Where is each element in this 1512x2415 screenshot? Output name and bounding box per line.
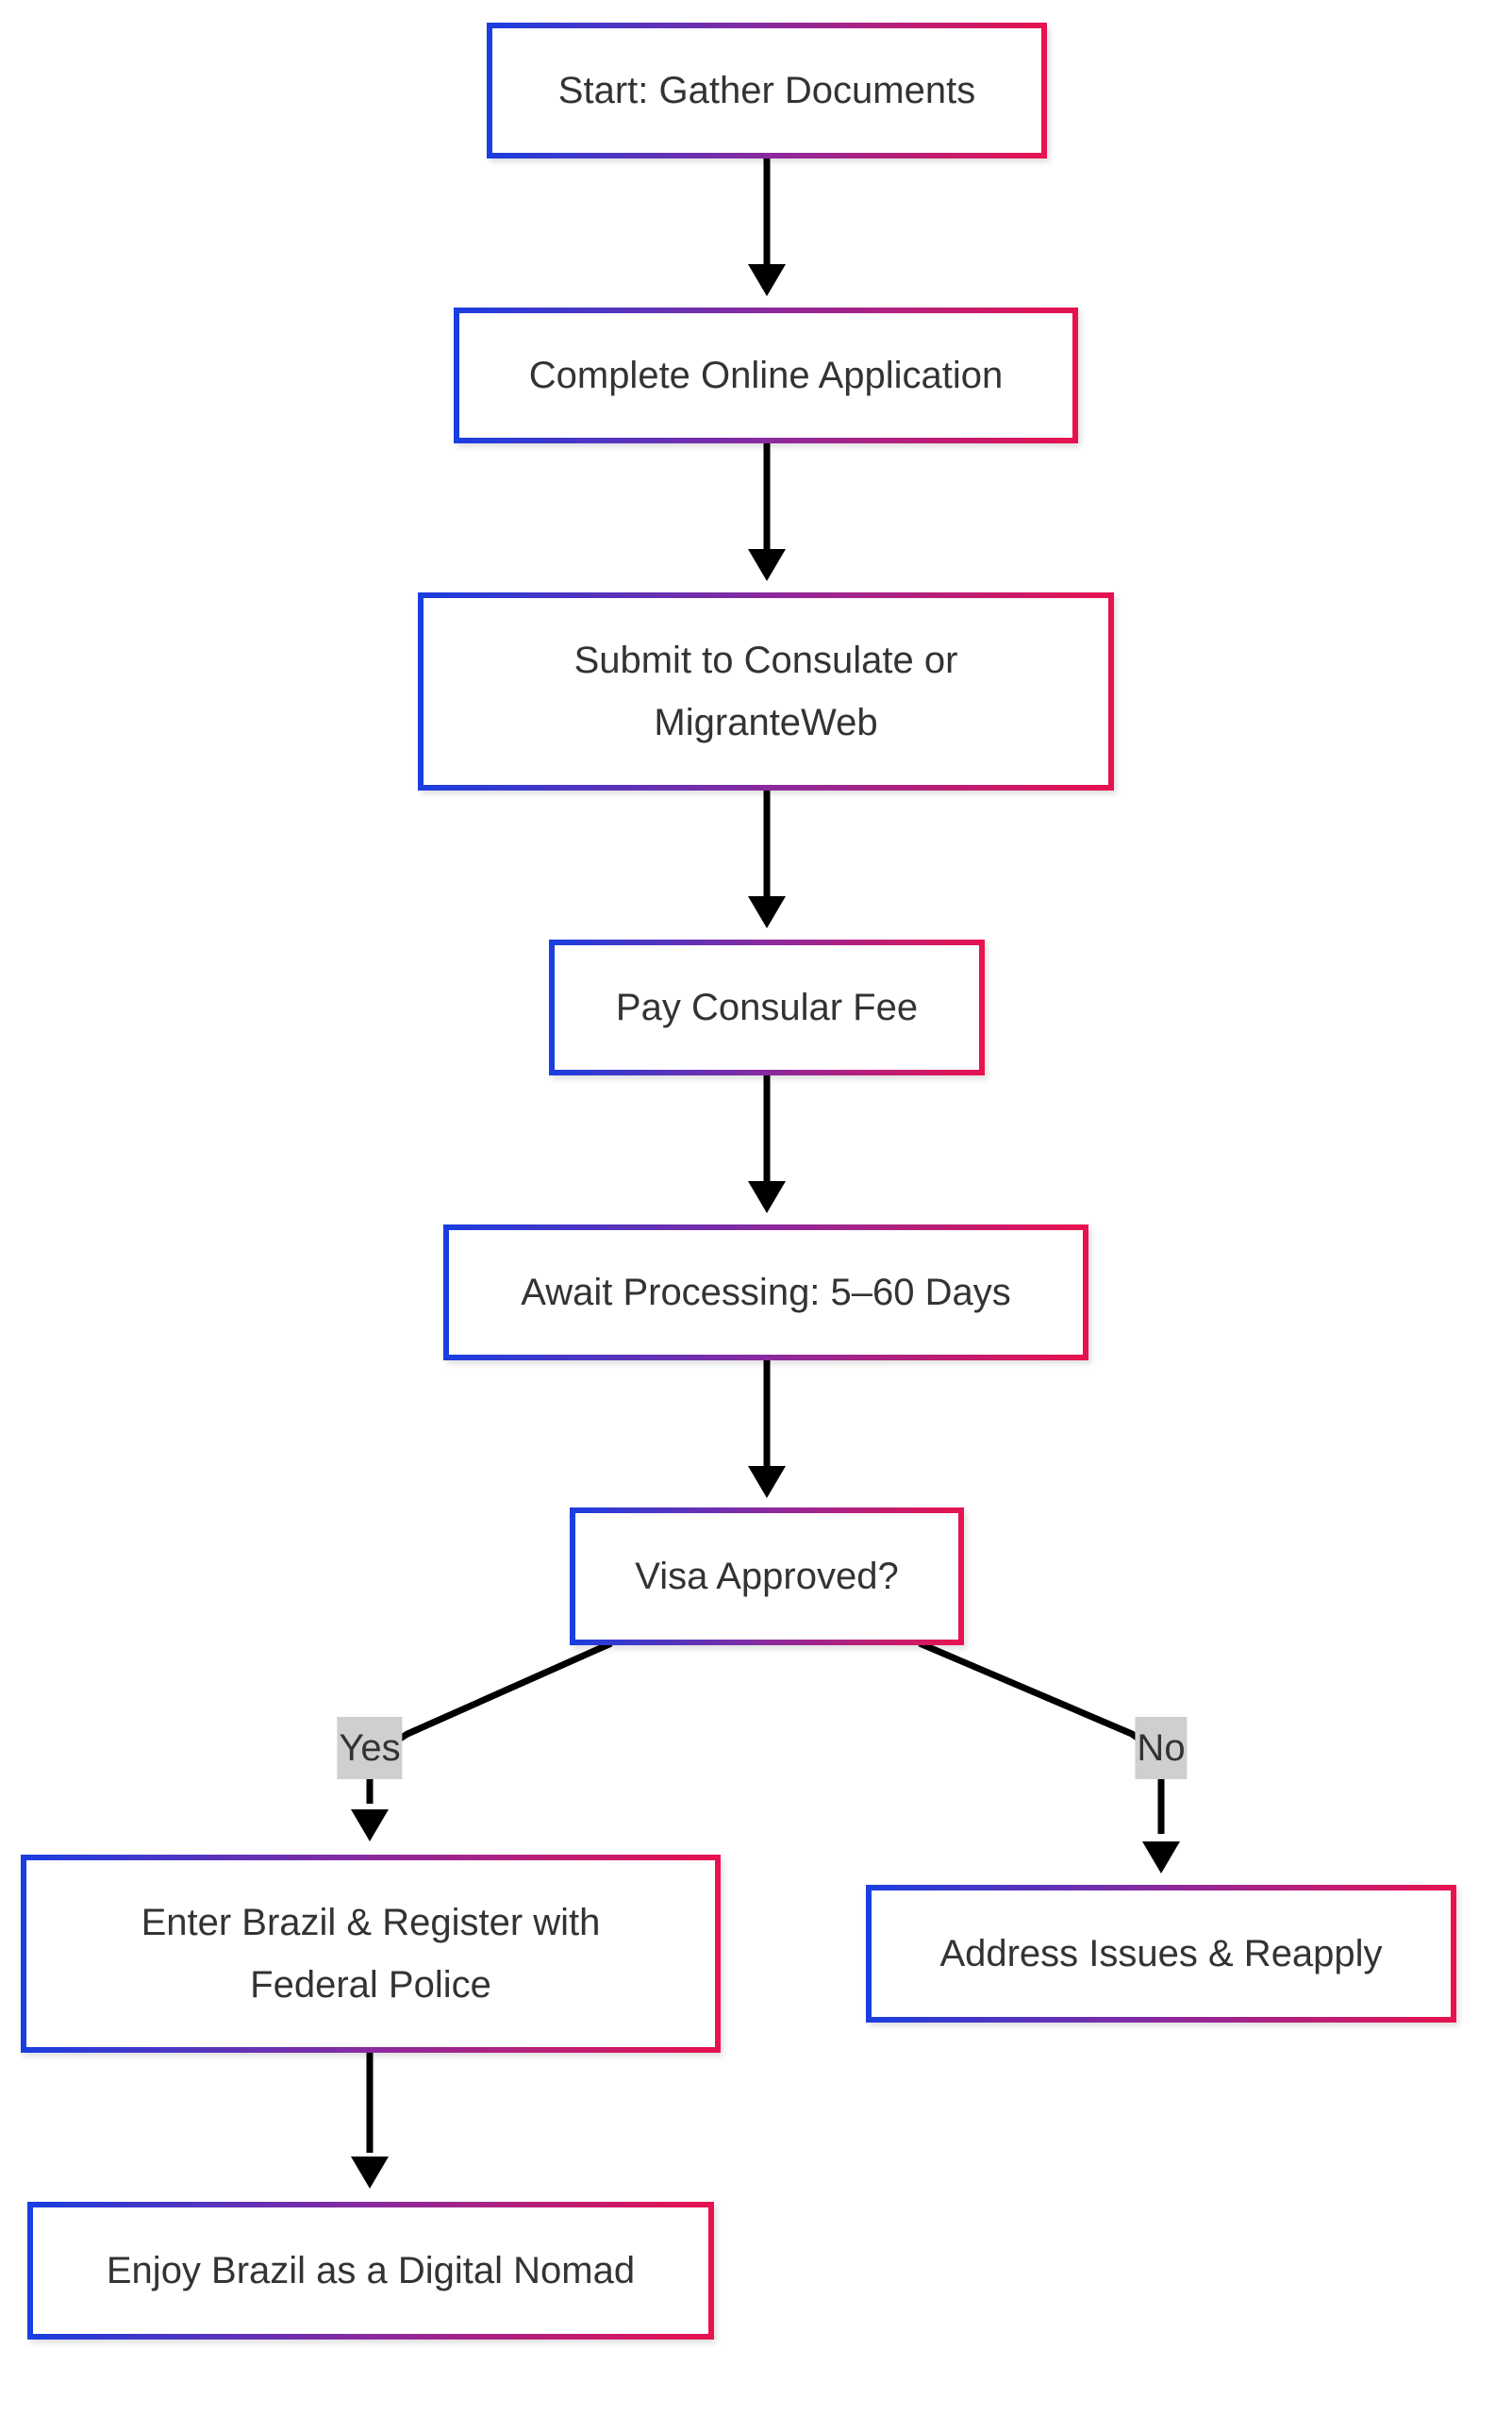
node-submit-consulate: Submit to Consulate or MigranteWeb xyxy=(418,592,1114,791)
node-gather-documents: Start: Gather Documents xyxy=(487,23,1047,158)
node-visa-approved: Visa Approved? xyxy=(570,1507,964,1645)
node-label: Submit to Consulate or MigranteWeb xyxy=(573,640,958,743)
edge-approved-to-enter xyxy=(366,1640,613,1804)
node-enjoy-brazil: Enjoy Brazil as a Digital Nomad xyxy=(27,2202,714,2340)
node-label: Enter Brazil & Register with Federal Pol… xyxy=(141,1902,601,2006)
arrowhead xyxy=(748,264,786,296)
node-pay-fee: Pay Consular Fee xyxy=(549,940,985,1075)
edge-label-no: No xyxy=(1135,1717,1188,1779)
node-address-issues: Address Issues & Reapply xyxy=(866,1885,1456,2023)
node-label: Address Issues & Reapply xyxy=(939,1933,1383,1974)
arrowhead xyxy=(748,549,786,581)
node-await-processing: Await Processing: 5–60 Days xyxy=(443,1224,1088,1360)
edge-approved-to-address xyxy=(918,1640,1165,1834)
node-label: Start: Gather Documents xyxy=(557,70,976,111)
node-enter-brazil: Enter Brazil & Register with Federal Pol… xyxy=(21,1855,721,2053)
arrowhead xyxy=(1142,1841,1180,1874)
node-label: Complete Online Application xyxy=(528,355,1004,396)
arrowhead xyxy=(351,1809,389,1841)
arrowhead xyxy=(748,1181,786,1213)
node-online-application: Complete Online Application xyxy=(454,308,1078,443)
edge-label-yes: Yes xyxy=(337,1717,403,1779)
node-label: Await Processing: 5–60 Days xyxy=(521,1272,1011,1313)
arrowhead xyxy=(351,2157,389,2189)
arrowhead xyxy=(748,896,786,928)
node-label: Enjoy Brazil as a Digital Nomad xyxy=(106,2250,636,2291)
arrowhead xyxy=(748,1466,786,1498)
node-label: Visa Approved? xyxy=(635,1556,899,1597)
node-label: Pay Consular Fee xyxy=(615,987,919,1028)
